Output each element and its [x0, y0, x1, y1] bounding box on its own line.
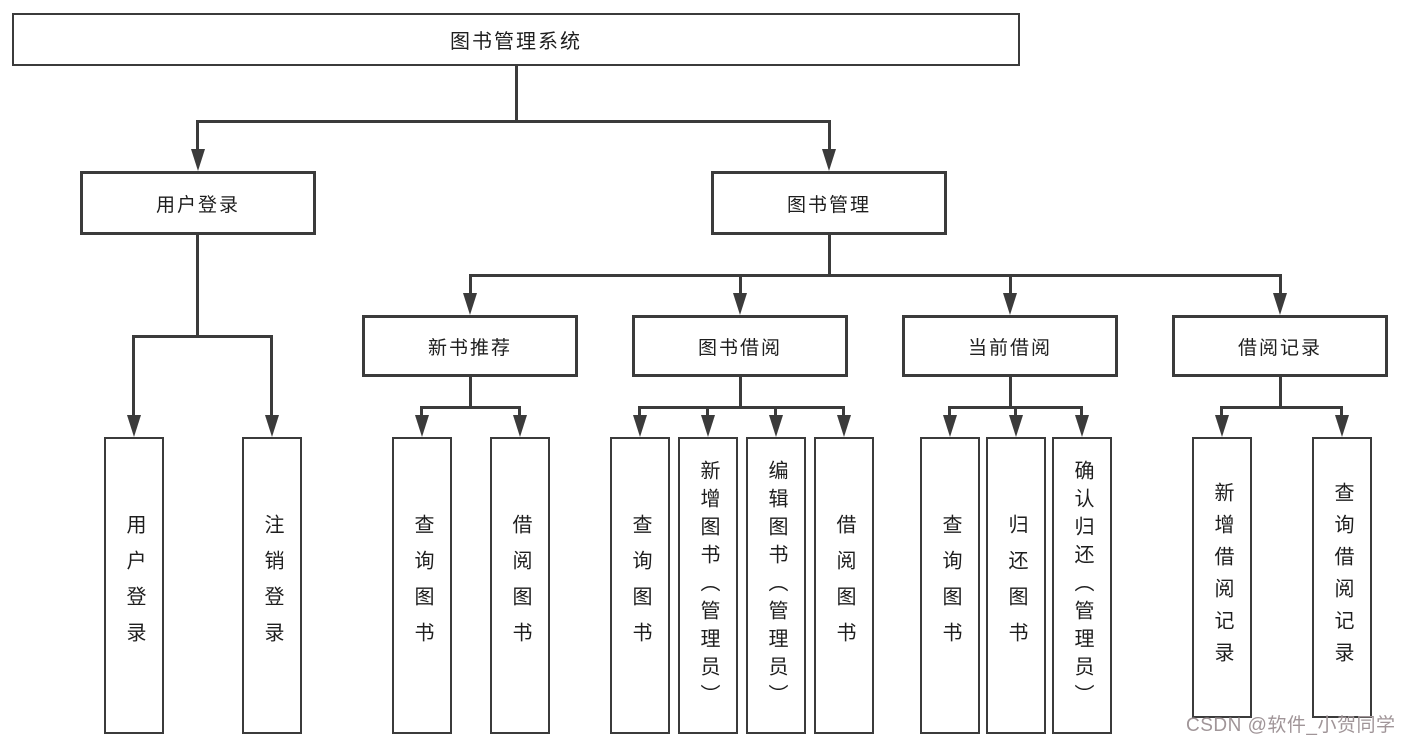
connector-line [196, 120, 199, 151]
connector-line [1279, 377, 1282, 409]
leaf-label: 查询图书 [939, 513, 961, 658]
leaf-logout: 注销登录 [242, 437, 302, 734]
leaf-edit-books-admin: 编辑图书（管理员） [746, 437, 806, 734]
leaf-query-books-recommend: 查询图书 [392, 437, 452, 734]
arrowhead [191, 149, 205, 171]
connector-line [638, 406, 641, 417]
leaf-label: 查询图书 [411, 513, 433, 658]
connector-line [133, 335, 273, 338]
leaf-return-books: 归还图书 [986, 437, 1046, 734]
arrowhead [822, 149, 836, 171]
arrowhead [733, 293, 747, 315]
arrowhead [1335, 415, 1349, 437]
watermark: CSDN @软件_小贺同学 [1186, 715, 1396, 736]
node-root-system: 图书管理系统 [12, 13, 1020, 66]
connector-line [638, 406, 845, 409]
connector-line [1220, 406, 1343, 409]
leaf-label: 查询借阅记录 [1331, 481, 1353, 674]
connector-line [706, 406, 709, 417]
connector-line [828, 235, 831, 276]
connector-line [1340, 406, 1343, 417]
arrowhead [633, 415, 647, 437]
arrowhead [1215, 415, 1229, 437]
leaf-label: 确认归还（管理员） [1071, 459, 1093, 712]
connector-line [469, 377, 472, 409]
connector-line [469, 274, 1281, 277]
arrowhead [1003, 293, 1017, 315]
connector-line [270, 335, 273, 416]
leaf-add-borrow-record: 新增借阅记录 [1192, 437, 1252, 718]
leaf-query-borrow-record: 查询借阅记录 [1312, 437, 1372, 718]
arrowhead [1009, 415, 1023, 437]
connector-line [1009, 274, 1012, 295]
leaf-label: 归还图书 [1005, 513, 1027, 658]
connector-line [420, 406, 423, 417]
connector-line [828, 120, 831, 151]
connector-line [518, 406, 521, 417]
arrowhead [415, 415, 429, 437]
leaf-borrow-books: 借阅图书 [814, 437, 874, 734]
connector-line [196, 235, 199, 337]
arrowhead [943, 415, 957, 437]
arrowhead [1075, 415, 1089, 437]
connector-line [132, 335, 135, 416]
node-book-management: 图书管理 [711, 171, 947, 235]
connector-line [774, 406, 777, 417]
connector-line [1279, 274, 1282, 295]
arrowhead [769, 415, 783, 437]
node-book-borrow: 图书借阅 [632, 315, 848, 377]
leaf-borrow-books-recommend: 借阅图书 [490, 437, 550, 734]
leaf-label: 查询图书 [629, 513, 651, 658]
connector-line [739, 377, 742, 409]
leaf-label: 新增借阅记录 [1211, 481, 1233, 674]
leaf-confirm-return-admin: 确认归还（管理员） [1052, 437, 1112, 734]
leaf-add-books-admin: 新增图书（管理员） [678, 437, 738, 734]
connector-line [842, 406, 845, 417]
leaf-label: 借阅图书 [509, 513, 531, 658]
node-borrow-records: 借阅记录 [1172, 315, 1388, 377]
connector-line [1014, 406, 1017, 417]
leaf-label: 编辑图书（管理员） [765, 459, 787, 712]
arrowhead [837, 415, 851, 437]
node-new-book-recommend: 新书推荐 [362, 315, 578, 377]
arrowhead [265, 415, 279, 437]
leaf-user-login: 用户登录 [104, 437, 164, 734]
leaf-label: 借阅图书 [833, 513, 855, 658]
connector-line [948, 406, 951, 417]
leaf-label: 新增图书（管理员） [697, 459, 719, 712]
connector-line [197, 120, 831, 123]
leaf-query-books-borrow: 查询图书 [610, 437, 670, 734]
arrowhead [127, 415, 141, 437]
leaf-label: 用户登录 [123, 513, 145, 658]
arrowhead [701, 415, 715, 437]
connector-line [1009, 377, 1012, 409]
arrowhead [463, 293, 477, 315]
connector-line [739, 274, 742, 295]
arrowhead [513, 415, 527, 437]
connector-line [469, 274, 472, 295]
connector-line [420, 406, 521, 409]
connector-line [1220, 406, 1223, 417]
leaf-label: 注销登录 [261, 513, 283, 658]
node-current-borrow: 当前借阅 [902, 315, 1118, 377]
connector-line [1080, 406, 1083, 417]
leaf-query-books-current: 查询图书 [920, 437, 980, 734]
connector-line [515, 66, 518, 122]
arrowhead [1273, 293, 1287, 315]
node-user-login: 用户登录 [80, 171, 316, 235]
